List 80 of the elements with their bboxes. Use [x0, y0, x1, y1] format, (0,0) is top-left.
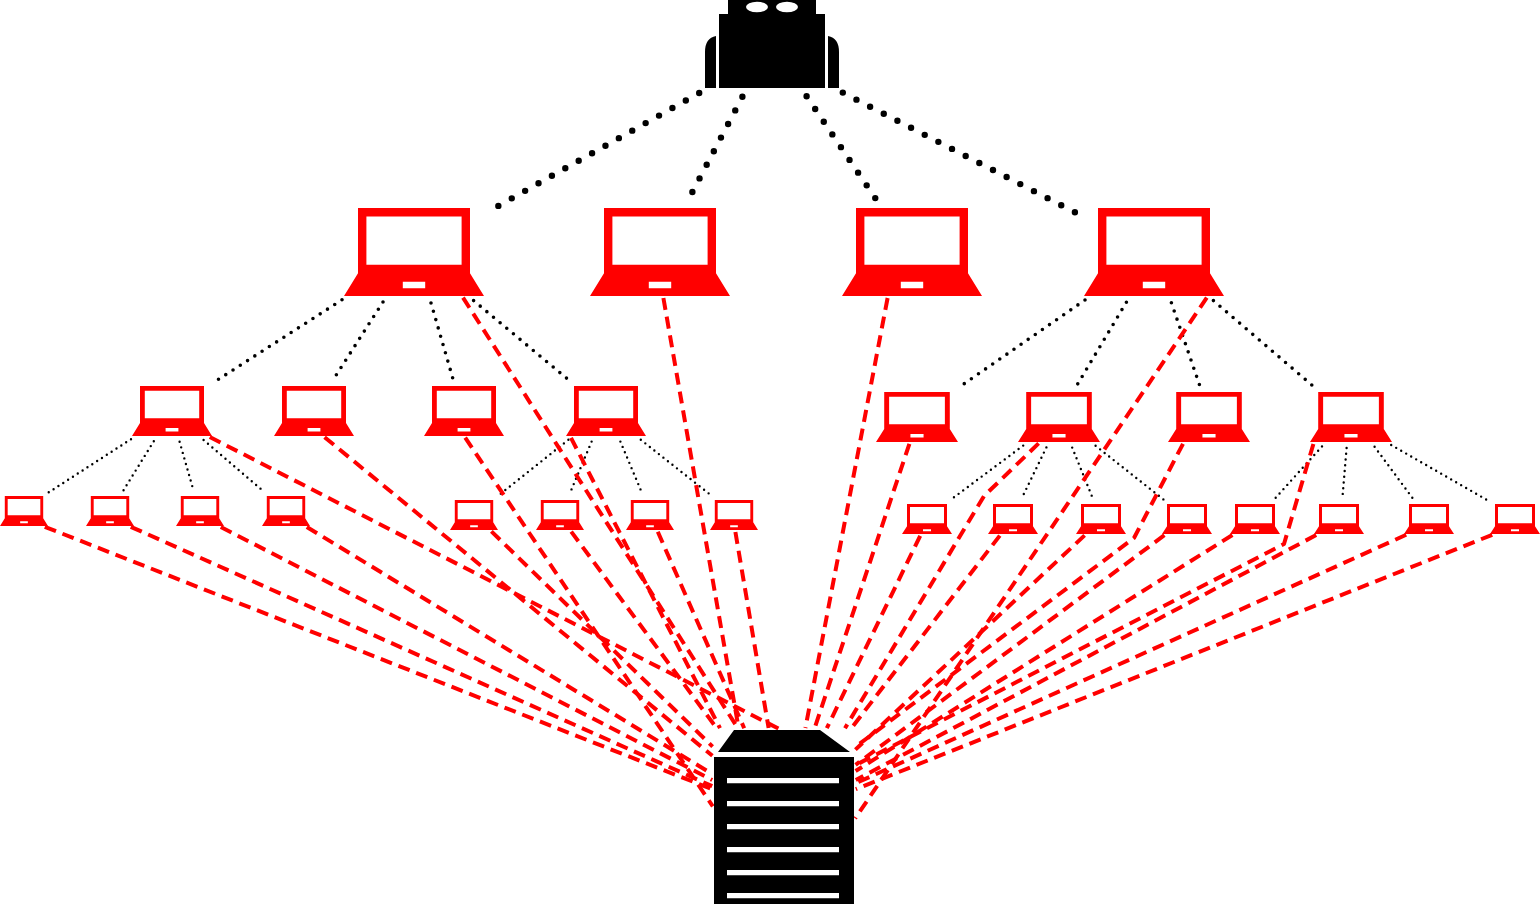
dotted-connector: [639, 438, 714, 498]
laptop-icon: [132, 386, 212, 436]
dashed-connector: [849, 534, 1002, 730]
laptop-icon: [450, 500, 498, 530]
laptop-icon: [590, 208, 730, 296]
laptop-icon: [86, 496, 134, 526]
laptop-icon: [842, 208, 982, 296]
laptop-icon: [0, 496, 48, 526]
dashed-connector: [854, 533, 1318, 782]
dotted-connector: [1071, 446, 1094, 500]
dashed-connector: [569, 530, 719, 730]
dashed-connector: [854, 533, 1086, 752]
dashed-connector: [461, 296, 740, 730]
dashed-connector: [323, 435, 714, 758]
dashed-connector: [854, 532, 1408, 786]
dashed-connector: [854, 443, 1316, 767]
dotted-connector: [839, 89, 1079, 216]
laptop-icon: [1490, 504, 1540, 534]
laptop-icon: [1404, 504, 1454, 534]
laptop-icon: [876, 392, 958, 442]
laptop-icon: [536, 500, 584, 530]
dotted-connector: [46, 438, 133, 494]
server-icon: [714, 730, 854, 904]
dashed-connector: [219, 525, 714, 782]
laptop-icon: [1168, 392, 1250, 442]
dashed-connector: [854, 533, 1166, 767]
dotted-connector: [948, 444, 1025, 502]
dotted-connector: [202, 438, 266, 494]
dotted-connector: [489, 89, 703, 213]
dotted-connector: [1074, 300, 1129, 388]
laptop-icon: [262, 496, 310, 526]
laptop-icon: [1314, 504, 1364, 534]
laptop-icon: [424, 386, 504, 436]
dotted-connector: [1169, 301, 1202, 387]
dashed-connector: [208, 435, 781, 731]
dashed-connector: [655, 531, 747, 729]
dashed-connector: [825, 534, 922, 730]
dashed-connector: [854, 442, 1185, 749]
laptop-icon: [626, 500, 674, 530]
dashed-connector: [853, 296, 1209, 820]
laptop-icon: [710, 500, 758, 530]
dotted-connector: [1094, 444, 1166, 502]
dashed-connector: [733, 531, 771, 729]
dashed-connector: [854, 533, 1234, 773]
dotted-connector: [1341, 446, 1348, 500]
dotted-connector: [212, 298, 344, 384]
dotted-connector: [471, 298, 573, 384]
dotted-connector: [178, 440, 195, 492]
laptop-icon: [274, 386, 354, 436]
laptop-icon: [1018, 392, 1100, 442]
laptop-icon: [1230, 504, 1280, 534]
dotted-connector: [568, 440, 593, 496]
laptop-icon: [988, 504, 1038, 534]
dotted-connector: [122, 440, 155, 492]
dashed-connector: [843, 441, 1040, 730]
laptop-icon: [1084, 208, 1224, 296]
dotted-connector: [1020, 446, 1048, 500]
laptop-icon: [1162, 504, 1212, 534]
dashed-connector: [803, 297, 890, 729]
dashed-connector: [812, 443, 912, 729]
dotted-connector: [1373, 445, 1415, 501]
dashed-connector: [855, 532, 1493, 792]
dotted-connector: [1272, 445, 1324, 501]
dotted-connector: [619, 440, 644, 496]
dotted-connector: [429, 301, 455, 381]
laptop-icon: [176, 496, 224, 526]
dotted-connector: [1390, 443, 1490, 503]
laptop-icon: [1076, 504, 1126, 534]
dashed-connector: [490, 529, 714, 749]
dashed-connector: [569, 436, 722, 730]
laptop-icon: [1310, 392, 1392, 442]
laptop-icon: [566, 386, 646, 436]
dotted-connector: [331, 300, 385, 382]
person-at-laptop-icon: [704, 0, 840, 88]
dotted-connector: [803, 93, 880, 203]
dotted-connector: [496, 438, 570, 498]
laptop-icon: [902, 504, 952, 534]
dotted-connector: [1211, 298, 1317, 390]
laptop-icon: [344, 208, 484, 296]
dashed-connector: [463, 436, 715, 808]
